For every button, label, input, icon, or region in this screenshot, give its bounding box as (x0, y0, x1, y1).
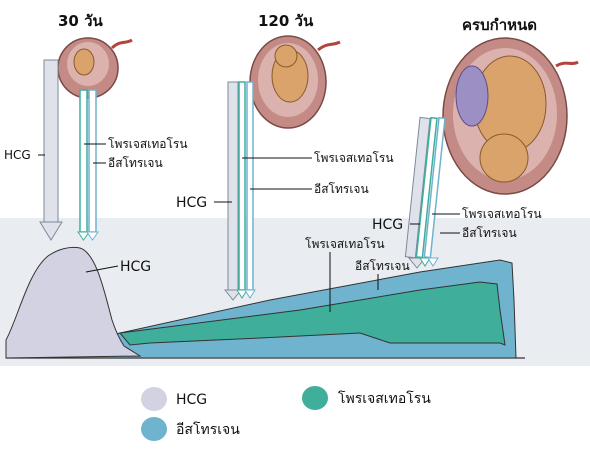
progesterone-label-stage-2: โพรเจสเทอโรน (314, 151, 394, 165)
estrogen-arrowhead-stage-1 (86, 231, 99, 241)
hcg-arrowhead-stage-2 (223, 289, 243, 301)
progesterone-arrowhead-stage-1 (77, 231, 90, 241)
hcg-arrow-stage-3 (404, 116, 431, 259)
fetus-head-stage-2 (274, 44, 298, 68)
legend-item-progesterone: โพรเจสเทอโรน (302, 386, 431, 410)
progesterone-curve-label: โพรเจสเทอโรน (305, 237, 385, 251)
hcg-curve-leader (85, 265, 119, 273)
hcg-label-stage-2: HCG (176, 195, 207, 211)
hcg-arrow-stage-1 (43, 59, 59, 223)
stage-title-3: ครบกำหนด (462, 16, 537, 34)
estrogen-arrow-stage-3 (423, 116, 446, 259)
hcg-arrowhead-stage-1 (39, 221, 63, 241)
estrogen-label-stage-2: อีสโทรเจน (314, 182, 369, 196)
legend-label-hcg: HCG (176, 392, 207, 408)
hcg-arrow-stage-2 (227, 81, 239, 291)
hcg-label-stage-1: HCG (4, 148, 31, 162)
progesterone-arrow-stage-3 (415, 116, 438, 259)
stage-30-days: 30 วัน HCG โพรเจสเทอโรน อีสโทรเจน (4, 12, 188, 241)
legend-swatch-hcg (141, 387, 167, 411)
stage-title-1: 30 วัน (58, 12, 104, 30)
stage-full-term: ครบกำหนด HCG โพรเจสเทอโรน อีสโทรเจน (372, 16, 579, 269)
stage-120-days: 120 วัน HCG โพรเจสเทอโรน อีสโทรเจน (176, 12, 394, 301)
placenta-stage-3 (455, 65, 489, 127)
progesterone-area (119, 281, 506, 346)
estrogen-label-stage-3: อีสโทรเจน (462, 226, 517, 240)
progesterone-arrow-stage-1 (79, 89, 88, 233)
progesterone-label-stage-1: โพรเจสเทอโรน (108, 137, 188, 151)
estrogen-arrowhead-stage-2 (244, 289, 256, 299)
legend-swatch-estrogen (141, 417, 167, 441)
hcg-label-stage-3: HCG (372, 217, 403, 233)
estrogen-arrowhead-stage-3 (427, 257, 439, 267)
legend-swatch-progesterone (302, 386, 328, 410)
legend-label-progesterone: โพรเจสเทอโรน (338, 390, 431, 407)
progesterone-label-stage-3: โพรเจสเทอโรน (462, 207, 542, 221)
hcg-curve-label: HCG (120, 259, 151, 275)
estrogen-label-stage-1: อีสโทรเจน (108, 156, 163, 170)
fallopian-tube-stage-1 (110, 38, 133, 50)
hcg-area (5, 246, 142, 359)
fetus-head-stage-3 (479, 133, 529, 183)
fallopian-tube-stage-3 (555, 60, 579, 68)
progesterone-arrowhead-stage-2 (236, 289, 248, 299)
progesterone-arrowhead-stage-3 (419, 257, 431, 267)
legend: HCG โพรเจสเทอโรน อีสโทรเจน (141, 386, 431, 441)
estrogen-curve-label: อีสโทรเจน (355, 259, 410, 273)
fallopian-tube-stage-2 (317, 40, 341, 52)
embryo-stage-1 (73, 48, 95, 76)
estrogen-arrow-stage-2 (246, 81, 254, 291)
estrogen-arrow-stage-1 (88, 89, 97, 233)
legend-item-estrogen: อีสโทรเจน (141, 417, 240, 441)
progesterone-arrow-stage-2 (238, 81, 246, 291)
stage-title-2: 120 วัน (258, 12, 314, 30)
legend-label-estrogen: อีสโทรเจน (176, 421, 240, 438)
legend-item-hcg: HCG (141, 387, 207, 411)
